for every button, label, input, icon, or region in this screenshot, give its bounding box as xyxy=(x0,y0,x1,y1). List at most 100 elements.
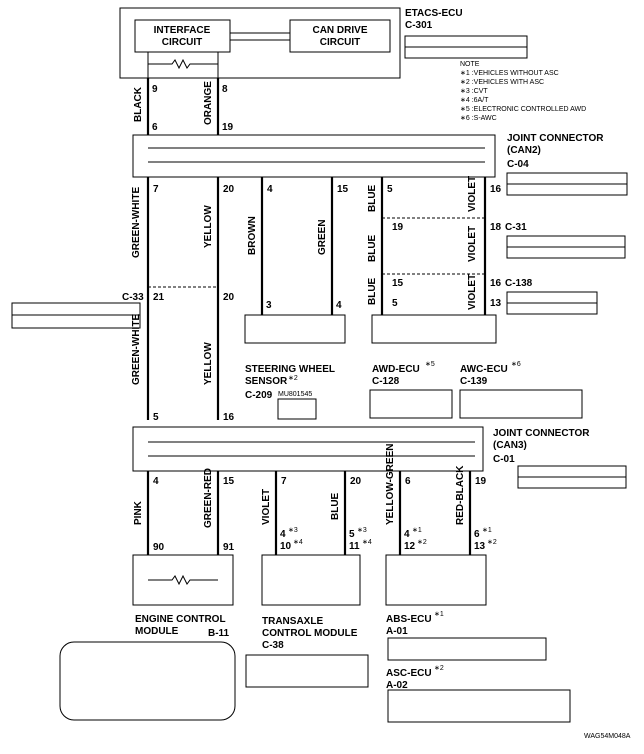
svg-text:16: 16 xyxy=(490,278,502,289)
svg-text:∗1: ∗1 xyxy=(482,527,492,534)
svg-text:ABS-ECU: ABS-ECU xyxy=(386,614,432,625)
svg-text:C-139: C-139 xyxy=(460,376,488,387)
svg-text:91: 91 xyxy=(223,542,235,553)
svg-text:4: 4 xyxy=(404,529,410,540)
svg-text:19: 19 xyxy=(222,122,234,133)
svg-text:VIOLET: VIOLET xyxy=(467,226,478,262)
svg-text:C-38: C-38 xyxy=(262,640,284,651)
svg-text:∗1 :VEHICLES WITHOUT ASC: ∗1 :VEHICLES WITHOUT ASC xyxy=(460,70,559,77)
svg-text:∗2: ∗2 xyxy=(288,375,298,382)
interface-circuit-box xyxy=(134,19,231,53)
can-drive-line2: CIRCUIT xyxy=(320,37,361,48)
diagram-code: WAG54M048A xyxy=(584,733,631,740)
etacs-ecu-box xyxy=(119,7,401,79)
svg-text:BROWN: BROWN xyxy=(247,216,258,255)
etacs-connector: C-301 xyxy=(405,20,433,31)
svg-text:10: 10 xyxy=(280,541,292,552)
svg-text:BLUE: BLUE xyxy=(367,184,378,212)
svg-text:15: 15 xyxy=(337,184,349,195)
svg-text:(CAN2): (CAN2) xyxy=(507,145,541,156)
svg-text:16: 16 xyxy=(223,412,235,423)
svg-text:5: 5 xyxy=(392,298,398,309)
svg-text:A-02: A-02 xyxy=(386,680,408,691)
svg-text:9: 9 xyxy=(152,84,158,95)
svg-text:YELLOW: YELLOW xyxy=(203,342,214,385)
notes: NOTE ∗1 :VEHICLES WITHOUT ASC ∗2 :VEHICL… xyxy=(460,61,586,122)
svg-text:7: 7 xyxy=(281,476,287,487)
svg-text:BLUE: BLUE xyxy=(367,277,378,305)
svg-text:YELLOW-GREEN: YELLOW-GREEN xyxy=(385,444,396,525)
can-drive-circuit-box xyxy=(289,19,391,53)
svg-text:20: 20 xyxy=(223,292,235,303)
engine-control-module-box xyxy=(132,554,234,606)
svg-text:C-04: C-04 xyxy=(507,159,529,170)
svg-text:15: 15 xyxy=(392,278,404,289)
svg-text:ASC-ECU: ASC-ECU xyxy=(386,668,432,679)
svg-text:C-128: C-128 xyxy=(372,376,400,387)
etacs-title: ETACS-ECU xyxy=(405,8,463,19)
svg-text:6: 6 xyxy=(152,122,158,133)
abs-asc-ecu-box xyxy=(385,554,487,606)
svg-text:B-11: B-11 xyxy=(208,628,230,639)
svg-text:4: 4 xyxy=(280,529,286,540)
c38-connector-icon xyxy=(245,654,369,688)
svg-text:∗3 :CVT: ∗3 :CVT xyxy=(460,88,488,95)
svg-text:GREEN-RED: GREEN-RED xyxy=(203,468,214,528)
svg-text:4: 4 xyxy=(267,184,273,195)
svg-text:GREEN-WHITE: GREEN-WHITE xyxy=(131,187,142,258)
svg-text:YELLOW: YELLOW xyxy=(203,205,214,248)
can3-wires: 4 15 7 20 6 19 PINK GREEN-RED VIOLET BLU… xyxy=(133,444,497,555)
svg-text:∗3: ∗3 xyxy=(288,527,298,534)
svg-text:∗2: ∗2 xyxy=(487,539,497,546)
svg-text:21: 21 xyxy=(153,292,165,303)
c209-connector-icon xyxy=(277,398,317,420)
svg-text:STEERING WHEEL: STEERING WHEEL xyxy=(245,364,335,375)
awd-awc-box xyxy=(371,314,497,344)
svg-text:SENSOR: SENSOR xyxy=(245,376,288,387)
svg-text:(CAN3): (CAN3) xyxy=(493,440,527,451)
svg-text:7: 7 xyxy=(153,184,159,195)
svg-text:∗4: ∗4 xyxy=(362,539,372,546)
svg-text:VIOLET: VIOLET xyxy=(467,274,478,310)
svg-text:ENGINE CONTROL: ENGINE CONTROL xyxy=(135,614,226,625)
svg-text:13: 13 xyxy=(490,298,502,309)
svg-text:∗2 :VEHICLES WITH ASC: ∗2 :VEHICLES WITH ASC xyxy=(460,79,544,86)
svg-text:GREEN-WHITE: GREEN-WHITE xyxy=(131,314,142,385)
svg-text:C-01: C-01 xyxy=(493,454,515,465)
svg-text:∗5 :ELECTRONIC CONTROLLED AWD: ∗5 :ELECTRONIC CONTROLLED AWD xyxy=(460,106,586,113)
svg-text:13: 13 xyxy=(474,541,486,552)
svg-text:5: 5 xyxy=(349,529,355,540)
svg-text:JOINT CONNECTOR: JOINT CONNECTOR xyxy=(507,133,604,144)
b11-connector-icon xyxy=(59,641,236,721)
svg-text:C-31: C-31 xyxy=(505,222,527,233)
svg-text:12: 12 xyxy=(404,541,416,552)
can2-wires: 7 20 4 15 5 16 GREEN-WHITE YELLOW BROWN … xyxy=(131,176,502,420)
svg-text:8: 8 xyxy=(222,84,228,95)
orange-wire-label: ORANGE xyxy=(203,81,214,125)
svg-text:RED-BLACK: RED-BLACK xyxy=(455,465,466,525)
svg-text:BLUE: BLUE xyxy=(367,234,378,262)
svg-text:JOINT CONNECTOR: JOINT CONNECTOR xyxy=(493,428,590,439)
svg-text:∗6 :S-AWC: ∗6 :S-AWC xyxy=(460,115,497,122)
steering-wheel-sensor-box xyxy=(244,314,346,344)
svg-text:11: 11 xyxy=(349,541,360,552)
interface-line1: INTERFACE xyxy=(154,25,211,36)
svg-text:∗3: ∗3 xyxy=(357,527,367,534)
svg-text:18: 18 xyxy=(490,222,502,233)
svg-text:∗2: ∗2 xyxy=(434,665,444,672)
svg-text:90: 90 xyxy=(153,542,165,553)
svg-text:∗6: ∗6 xyxy=(511,361,521,368)
svg-text:20: 20 xyxy=(223,184,235,195)
svg-text:MODULE: MODULE xyxy=(135,626,179,637)
svg-text:BLUE: BLUE xyxy=(330,492,341,520)
black-wire-label: BLACK xyxy=(133,86,144,122)
svg-text:∗1: ∗1 xyxy=(412,527,422,534)
terminating-resistor xyxy=(148,58,218,70)
svg-text:VIOLET: VIOLET xyxy=(467,176,478,212)
svg-text:PINK: PINK xyxy=(133,500,144,525)
svg-text:∗1: ∗1 xyxy=(434,611,444,618)
svg-text:NOTE: NOTE xyxy=(460,61,480,68)
svg-text:∗4 :6A/T: ∗4 :6A/T xyxy=(460,97,489,104)
svg-text:AWD-ECU: AWD-ECU xyxy=(372,364,420,375)
